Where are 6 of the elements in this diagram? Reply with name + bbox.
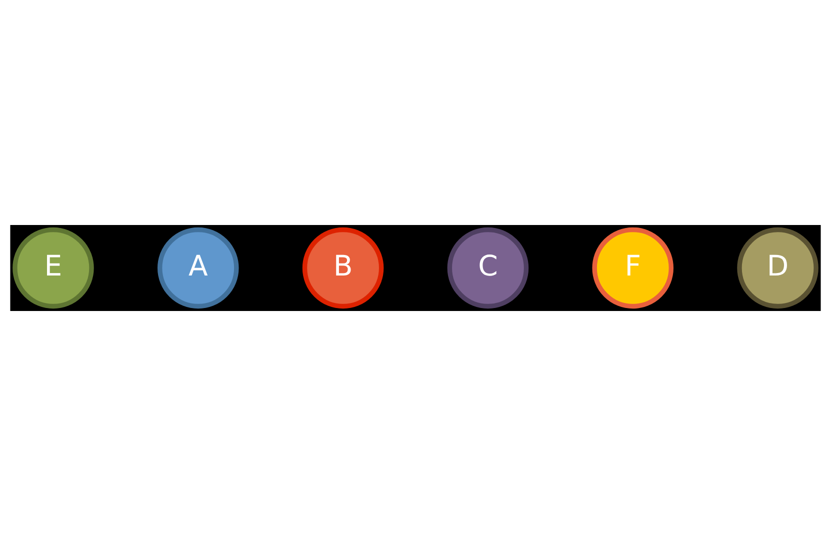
node-circle: B [302, 226, 384, 308]
node-circle: E [12, 226, 94, 308]
node-circle: D [737, 226, 818, 308]
node-circle: C [447, 226, 529, 308]
node-circle: F [592, 226, 674, 308]
node-circle: A [158, 226, 239, 308]
